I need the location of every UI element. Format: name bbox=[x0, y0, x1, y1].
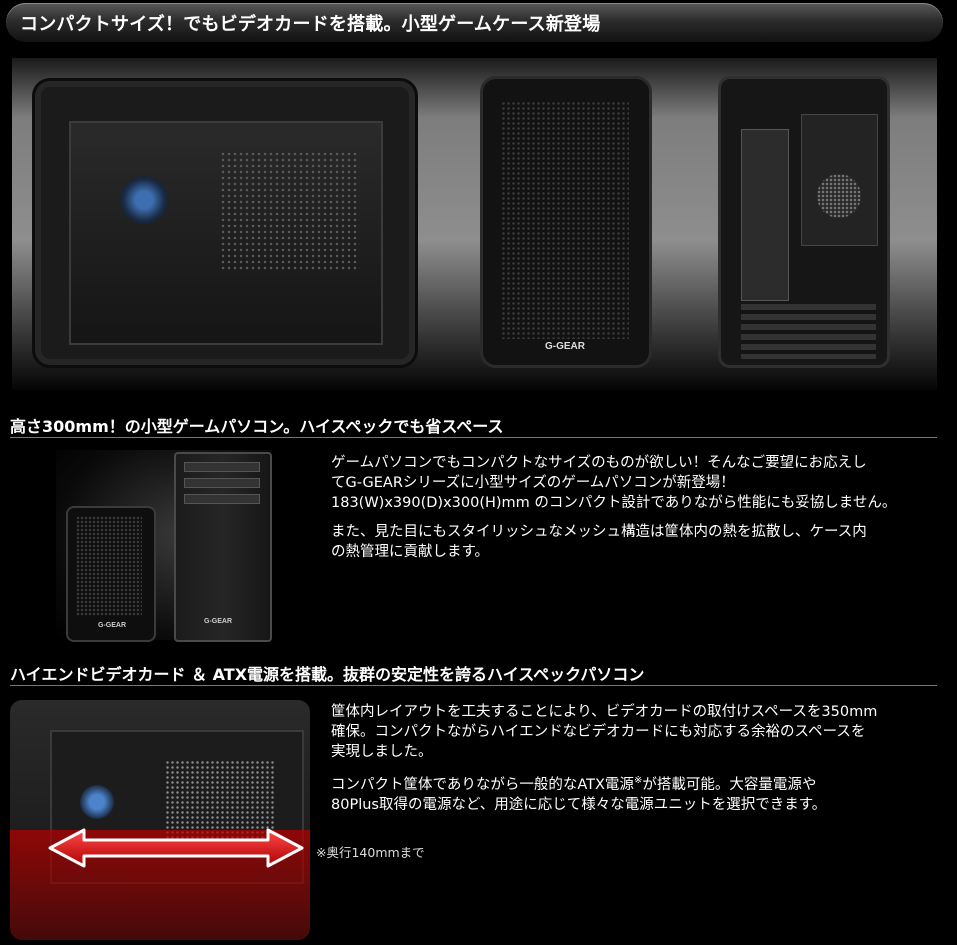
section2-p1-line1: 筐体内レイアウトを工夫することにより、ビデオカードの取付けスペースを350mm bbox=[331, 704, 878, 720]
section2-p2-line1b: が搭載可能。大容量電源や bbox=[642, 776, 817, 793]
side-mesh bbox=[220, 151, 360, 271]
footnote: ※奥行140mmまで bbox=[316, 845, 425, 860]
front-logo: G-GEAR bbox=[545, 341, 585, 352]
section1-p1-line3: 183(W)x390(D)x300(H)mm のコンパクト設計でありながら性能に… bbox=[331, 495, 897, 511]
double-arrow-icon bbox=[48, 828, 304, 868]
rear-io-panel bbox=[741, 129, 789, 301]
section1-paragraph2: また、見た目にもスタイリッシュなメッシュ構造は筐体内の熱を拡散し、ケース内 の熱… bbox=[331, 522, 941, 562]
section2-paragraph1: 筐体内レイアウトを工夫することにより、ビデオカードの取付けスペースを350mm … bbox=[331, 702, 946, 762]
case-front-photo: G-GEAR bbox=[480, 76, 652, 368]
section2-p2-line2: 80Plus取得の電源など、用途に応じて様々な電源ユニットを選択できます。 bbox=[331, 796, 827, 813]
cpu-fan-icon bbox=[120, 176, 168, 224]
section2-body: 筐体内レイアウトを工夫することにより、ビデオカードの取付けスペースを350mm … bbox=[331, 702, 946, 824]
case-interior-image bbox=[10, 700, 310, 940]
section2-paragraph2: コンパクト筐体でありながら一般的なATX電源※が搭載可能。大容量電源や 80Pl… bbox=[331, 771, 946, 815]
section2-p1-line2: 確保。コンパクトながらハイエンドなビデオカードにも対応する余裕のスペースを bbox=[331, 724, 866, 740]
small-case-grille bbox=[76, 516, 142, 616]
section2-p2-line1a: コンパクト筐体でありながら一般的なATX電源 bbox=[331, 776, 634, 793]
section1-p1-line1: ゲームパソコンでもコンパクトなサイズのものが欲しい！そんなご要望にお応えし bbox=[331, 455, 867, 471]
section1-title: 高さ300mm！の小型ゲームパソコン。ハイスペックでも省スペース bbox=[10, 417, 504, 436]
section1-p2-line2: の熱管理に貢献します。 bbox=[331, 544, 490, 560]
expansion-slots bbox=[741, 304, 876, 359]
section2-p1-line3: 実現しました。 bbox=[331, 744, 433, 760]
tower-comparison-image: G-GEAR G-GEAR bbox=[56, 450, 272, 642]
case-photo-strip: G-GEAR 側面 前面 背面 bbox=[12, 58, 937, 390]
drive-bay bbox=[184, 494, 260, 504]
page-title: コンパクトサイズ！でもビデオカードを搭載。小型ゲームケース新登場 bbox=[20, 13, 601, 35]
section1-body: ゲームパソコンでもコンパクトなサイズのものが欲しい！そんなご要望にお応えし てG… bbox=[331, 453, 941, 571]
page-header: コンパクトサイズ！でもビデオカードを搭載。小型ゲームケース新登場 bbox=[6, 3, 943, 42]
case-side-photo bbox=[32, 78, 418, 368]
small-case-logo: G-GEAR bbox=[98, 622, 126, 629]
tower-case: G-GEAR bbox=[174, 452, 272, 642]
section2-divider bbox=[10, 685, 937, 686]
psu-fan-icon bbox=[817, 174, 861, 218]
cooler-fan-icon bbox=[80, 785, 114, 819]
tower-case-logo: G-GEAR bbox=[204, 618, 232, 625]
section1-p2-line1: また、見た目にもスタイリッシュなメッシュ構造は筐体内の熱を拡散し、ケース内 bbox=[331, 524, 867, 540]
drive-bay bbox=[184, 462, 260, 472]
front-grille bbox=[501, 101, 629, 339]
drive-bay bbox=[184, 478, 260, 488]
case-back-photo bbox=[718, 76, 890, 368]
footnote-mark: ※ bbox=[633, 775, 643, 786]
section1-p1-line2: てG-GEARシリーズに小型サイズのゲームパソコンが新登場！ bbox=[331, 475, 735, 491]
section1-divider bbox=[10, 437, 937, 438]
section1-paragraph1: ゲームパソコンでもコンパクトなサイズのものが欲しい！そんなご要望にお応えし てG… bbox=[331, 453, 941, 513]
section2-title: ハイエンドビデオカード ＆ ATX電源を搭載。抜群の安定性を誇るハイスペックパソ… bbox=[10, 665, 645, 684]
small-case: G-GEAR bbox=[66, 506, 156, 642]
